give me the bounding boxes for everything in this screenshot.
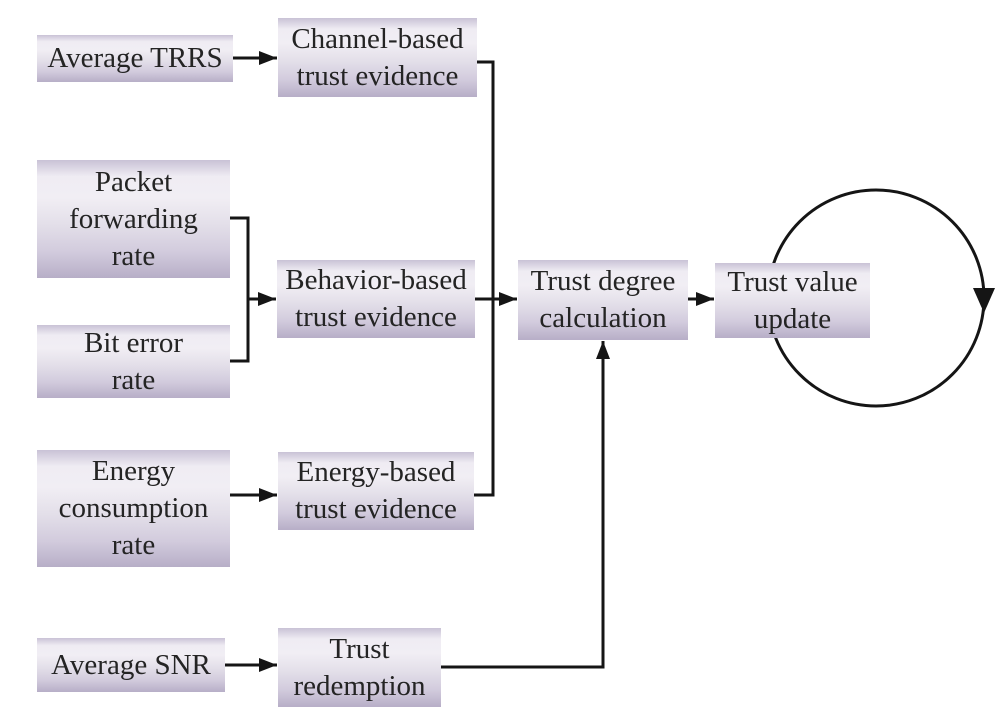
node-energy-based-trust-evidence: Energy-based trust evidence [278, 452, 474, 530]
edge-redemption-to-degree [441, 341, 610, 669]
node-packet-forwarding-rate: Packet forwarding rate [37, 160, 230, 278]
node-behavior-based-trust-evidence: Behavior-based trust evidence [277, 260, 475, 338]
node-energy-consumption-rate: Energy consumption rate [37, 450, 230, 567]
loop-arrowhead-icon [973, 288, 995, 313]
node-trust-redemption: Trust redemption [278, 628, 441, 707]
node-bit-error-rate: Bit error rate [37, 325, 230, 398]
node-average-snr: Average SNR [37, 638, 225, 692]
edge-channel-energy-junction [474, 60, 495, 497]
node-channel-based-trust-evidence: Channel-based trust evidence [278, 18, 477, 97]
edge-bracket-packet-biterror [230, 216, 250, 363]
node-trust-degree-calculation: Trust degree calculation [518, 260, 688, 340]
node-trust-value-update: Trust value update [715, 263, 870, 338]
node-average-trrs: Average TRRS [37, 35, 233, 82]
